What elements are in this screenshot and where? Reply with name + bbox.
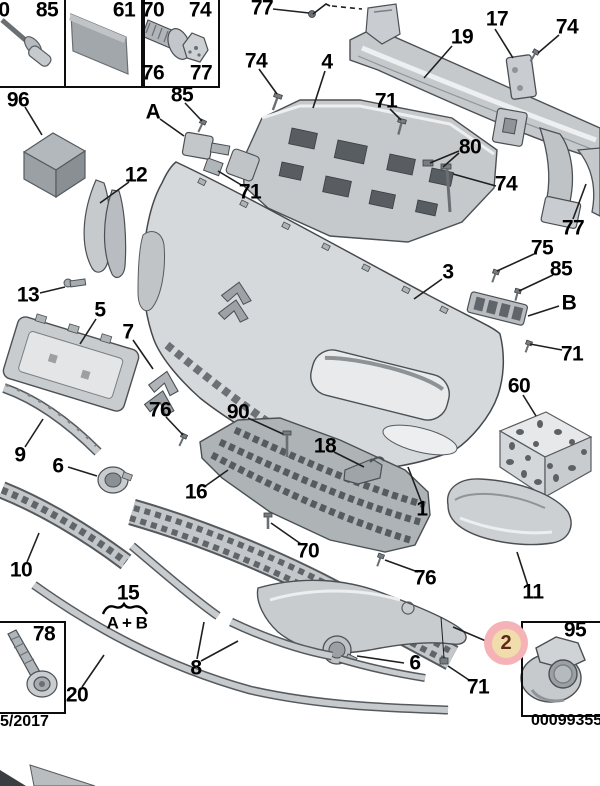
beam-top-bracket [365,3,401,45]
callout-6: 6 [52,454,64,478]
callout-8: 8 [190,656,202,680]
lower-grille-strip-10 [0,481,132,570]
callout-96: 96 [6,88,30,112]
highlighted-callout-2: 2 [484,621,528,665]
callout-74: 74 [244,49,268,73]
bracket-18 [343,456,385,485]
torx-screw-illustration [7,629,58,698]
trim-strip-9 [2,383,102,456]
callout-20: 20 [65,683,89,707]
callout-71: 71 [374,89,398,113]
headlamp-recess [137,231,165,312]
callout-85: 85 [170,83,194,107]
callout-75: 75 [530,236,554,260]
callout-77: 77 [189,61,213,85]
callout-7: 7 [122,320,134,344]
callout-A+B: A + B [106,613,148,633]
trim-strip-15A [129,542,221,620]
callout-11: 11 [522,580,544,604]
callout-16: 16 [184,480,208,504]
lower-absorber-16 [199,417,431,553]
flange-bolt-illustration [141,19,209,63]
callout-5: 5 [94,298,106,322]
callout-19: 19 [450,25,474,49]
highlighted-callout-label: 2 [491,628,521,658]
bracket-17 [505,54,537,100]
chevron-badges-7 [143,370,179,416]
callout-90: 90 [226,400,250,424]
callout-4: 4 [321,50,333,74]
callout-A: A [145,100,161,124]
callout-74: 74 [494,172,518,196]
callout-18: 18 [313,434,337,458]
callout-1: 1 [416,497,428,521]
callout-6: 6 [409,651,421,675]
clip-13 [63,278,87,288]
bottom-edge-fragments [0,764,96,786]
callout-74: 74 [188,0,212,22]
callout-85: 85 [35,0,59,22]
center-air-intake [310,349,450,421]
adhesive-plate-illustration [69,13,129,75]
callout-77: 77 [250,0,274,20]
bumper-corner-11 [446,478,572,546]
clip-kit-box-illustration [498,411,593,499]
blind-rivet-illustration [0,18,52,67]
callout-70: 70 [141,0,165,22]
side-bracket-77-right [576,147,600,217]
callout-77: 77 [561,216,585,240]
callout-76: 76 [141,61,165,85]
callout-15: 15 [116,581,140,605]
callout-71: 71 [560,342,584,366]
leader-lines [24,3,587,688]
brace-a-plus-b [101,601,149,615]
image-reference-code: 00099355 [531,712,600,729]
date-code: 5/2017 [0,713,49,730]
radiator-support-panel [242,99,498,243]
callout-0: 0 [0,0,10,22]
callout-70: 70 [296,539,320,563]
deflector-blade-12 [83,179,127,279]
tow-mount-brackets [491,107,528,147]
callout-60: 60 [507,374,531,398]
citroen-chevrons-emblem [217,281,252,323]
trim-strip-15B-segments [229,617,426,682]
fog-recess [382,424,458,456]
lower-valance-2 [256,579,467,654]
callout-74: 74 [555,15,579,39]
callout-12: 12 [124,163,148,187]
callout-78: 78 [32,622,56,646]
callout-13: 13 [16,283,40,307]
callout-17: 17 [485,7,509,31]
callout-80: 80 [458,135,482,159]
chrome-strip-20 [31,581,449,715]
callout-71: 71 [466,675,490,699]
fog-bezel-6 [97,466,133,494]
callout-85: 85 [549,257,573,281]
callout-61: 61 [112,0,136,22]
callout-9: 9 [14,443,26,467]
fascia-clip-tabs [197,177,449,315]
bracket-A [181,131,231,160]
bracket-B-slatted [466,291,529,326]
small-fasteners [178,10,541,665]
callout-3: 3 [442,260,454,284]
bumper-reinforcement-beam [349,27,600,229]
grille-support-frame-5 [2,313,140,412]
callout-76: 76 [413,566,437,590]
callout-76: 76 [148,398,172,422]
callout-71: 71 [238,180,262,204]
callout-95: 95 [563,618,587,642]
front-bumper-fascia [137,161,505,472]
callout-10: 10 [9,558,33,582]
callout-B: B [561,291,577,315]
rivet-cube-illustration [22,132,87,199]
